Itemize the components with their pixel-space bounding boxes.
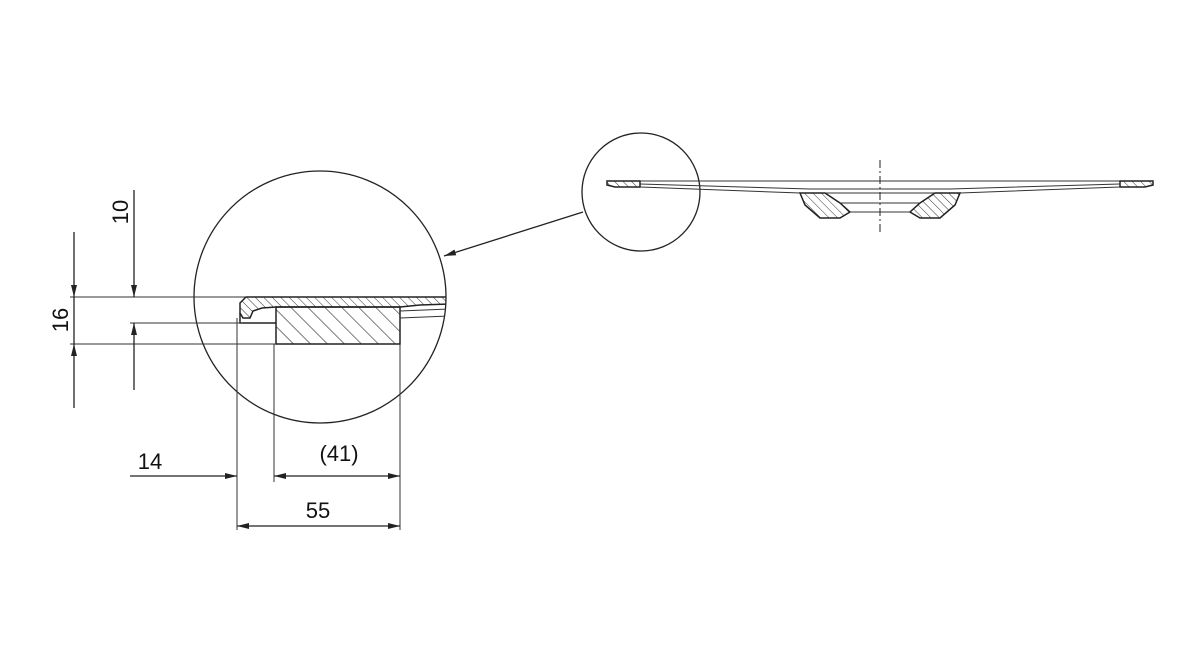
dim-top-thickness-label: 10 bbox=[108, 200, 133, 224]
side-view bbox=[443, 132, 1154, 257]
detail-rim-body-section bbox=[275, 306, 401, 345]
hub-right-section bbox=[908, 192, 962, 219]
detail-sheet-continuation bbox=[399, 308, 446, 319]
dimension-lines bbox=[70, 190, 401, 530]
left-rim-section bbox=[606, 180, 641, 188]
hub-left-section bbox=[798, 192, 852, 219]
dim-overall-width-label: 55 bbox=[306, 498, 330, 523]
detail-view bbox=[193, 170, 447, 424]
dimension-labels: 10 16 14 (41) 55 bbox=[48, 200, 359, 523]
dim-total-height-label: 16 bbox=[48, 308, 73, 332]
detail-leader-arrow bbox=[443, 211, 584, 257]
right-rim-section bbox=[1119, 180, 1154, 188]
detail-callout-circle bbox=[581, 132, 701, 252]
dim-edge-offset-label: 14 bbox=[138, 449, 162, 474]
dim-inner-width-label: (41) bbox=[319, 441, 358, 466]
